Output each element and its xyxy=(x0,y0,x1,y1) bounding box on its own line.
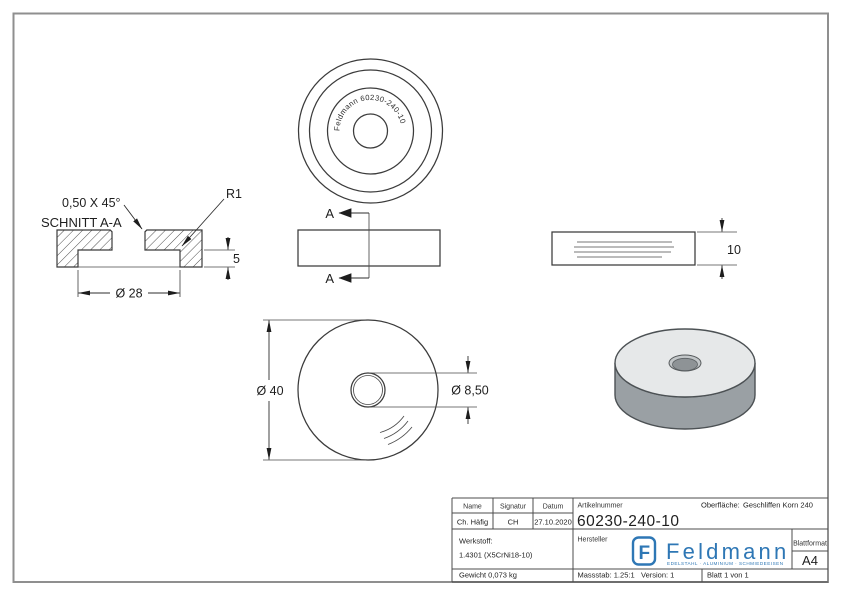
outer-diameter-dimension: Ø 40 xyxy=(256,384,283,398)
surface-finish-arcs xyxy=(379,415,413,445)
name-value: Ch. Häfig xyxy=(457,518,488,527)
sheet-format-value: A4 xyxy=(802,553,818,568)
recess-circle xyxy=(326,87,415,175)
name-label: Name xyxy=(463,504,482,511)
date-value: 27.10.2020 xyxy=(534,518,572,527)
surface-arc xyxy=(383,420,409,439)
hole-circle xyxy=(352,113,389,149)
weight-value: Gewicht 0,073 kg xyxy=(459,571,517,580)
version-value: Version: 1 xyxy=(641,571,674,580)
fillet-leader-line xyxy=(181,198,225,247)
side-view: A A xyxy=(297,206,441,286)
bottom-view: Ø 40 Ø 8,50 xyxy=(256,319,489,461)
section-hatch-left xyxy=(56,229,113,268)
feldmann-logo-text: Feldmann xyxy=(666,539,789,564)
section-label-a-bottom: A xyxy=(325,271,334,286)
feldmann-logo-tagline: EDELSTAHL · ALUMINIUM · SCHMIEDEEISEN xyxy=(667,561,784,566)
recess-diameter-dimension: Ø 28 xyxy=(115,287,142,301)
chamfer-circle xyxy=(308,69,433,193)
fillet-dimension: R1 xyxy=(226,187,242,201)
surface-arc xyxy=(379,415,405,433)
chamfer-dimension: 0,50 X 45° xyxy=(62,196,121,210)
sheet-number-value: Blatt 1 von 1 xyxy=(707,571,749,580)
front-view-body xyxy=(551,231,696,266)
chamfer-leader-line xyxy=(123,204,143,230)
depth-dimension: 5 xyxy=(233,252,240,266)
feldmann-logo-letter: F xyxy=(639,543,651,564)
hole-circle xyxy=(350,372,386,408)
feldmann-logo-mark xyxy=(631,536,657,566)
thickness-dimension: 10 xyxy=(727,243,741,257)
section-view-a-a: SCHNITT A-A 0,50 X 45° R1 5 Ø 28 xyxy=(41,187,242,301)
isometric-view xyxy=(614,328,756,430)
date-label: Datum xyxy=(543,504,564,511)
part-hole xyxy=(672,357,698,372)
manufacturer-label: Hersteller xyxy=(578,537,609,544)
material-value: 1.4301 (X5CrNi18-10) xyxy=(459,551,533,560)
outer-edge-circle xyxy=(297,58,444,204)
surface-arc xyxy=(387,426,413,445)
scale-value: Massstab: 1.25:1 xyxy=(578,571,635,580)
article-number-value: 60230-240-10 xyxy=(577,513,680,530)
title-block: Name Signatur Datum Ch. Häfig CH 27.10.2… xyxy=(451,497,828,583)
material-label: Werkstoff: xyxy=(459,537,492,546)
hole-chamfer-circle xyxy=(353,375,383,405)
surface-label: Oberfläche: xyxy=(701,501,740,510)
signature-value: CH xyxy=(508,518,519,527)
surface-value: Geschliffen Korn 240 xyxy=(743,501,813,510)
section-title: SCHNITT A-A xyxy=(41,215,122,230)
feldmann-logo: F Feldmann EDELSTAHL · ALUMINIUM · SCHMI… xyxy=(631,536,789,566)
drawing-border xyxy=(12,12,829,583)
hole-diameter-dimension: Ø 8,50 xyxy=(451,384,489,398)
sheet-format-label: Blattformat xyxy=(793,541,827,548)
section-label-a-top: A xyxy=(325,206,334,221)
front-view: 10 xyxy=(551,218,741,279)
outer-circle xyxy=(297,319,439,461)
signature-label: Signatur xyxy=(500,504,527,511)
article-number-label: Artikelnummer xyxy=(578,503,624,510)
